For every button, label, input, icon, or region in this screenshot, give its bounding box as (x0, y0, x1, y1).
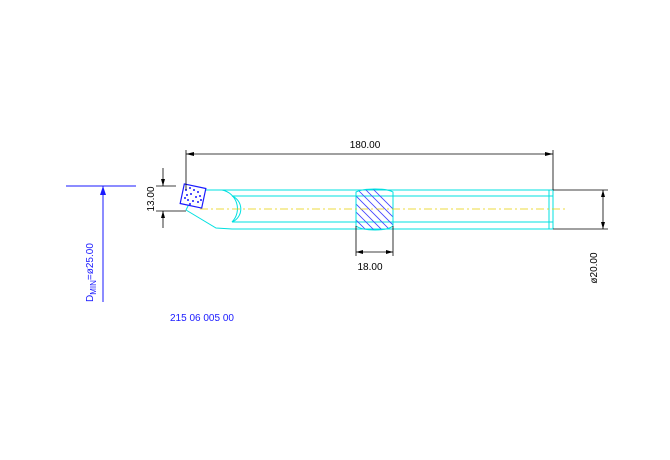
dimension-overall-length (185, 150, 554, 190)
dmin-indicator (66, 185, 136, 302)
dimension-shank-diameter (553, 189, 608, 230)
dmin-value: =ø25.00 (85, 243, 96, 280)
cutting-insert (179, 183, 207, 209)
part-number: 215 06 005 00 (170, 313, 234, 324)
neck-width-label: 18.00 (357, 262, 382, 273)
dimension-neck-width (355, 226, 394, 256)
shank-diameter-label: ø20.00 (589, 252, 600, 284)
dmin-label: DMIN=ø25.00 (85, 243, 98, 302)
overall-length-label: 180.00 (350, 140, 381, 151)
dimension-tip-height (156, 168, 186, 228)
dmin-prefix: D (85, 295, 96, 302)
dmin-subscript: MIN (89, 280, 98, 295)
tip-height-label: 13.00 (146, 186, 157, 211)
neck-section (355, 188, 394, 231)
